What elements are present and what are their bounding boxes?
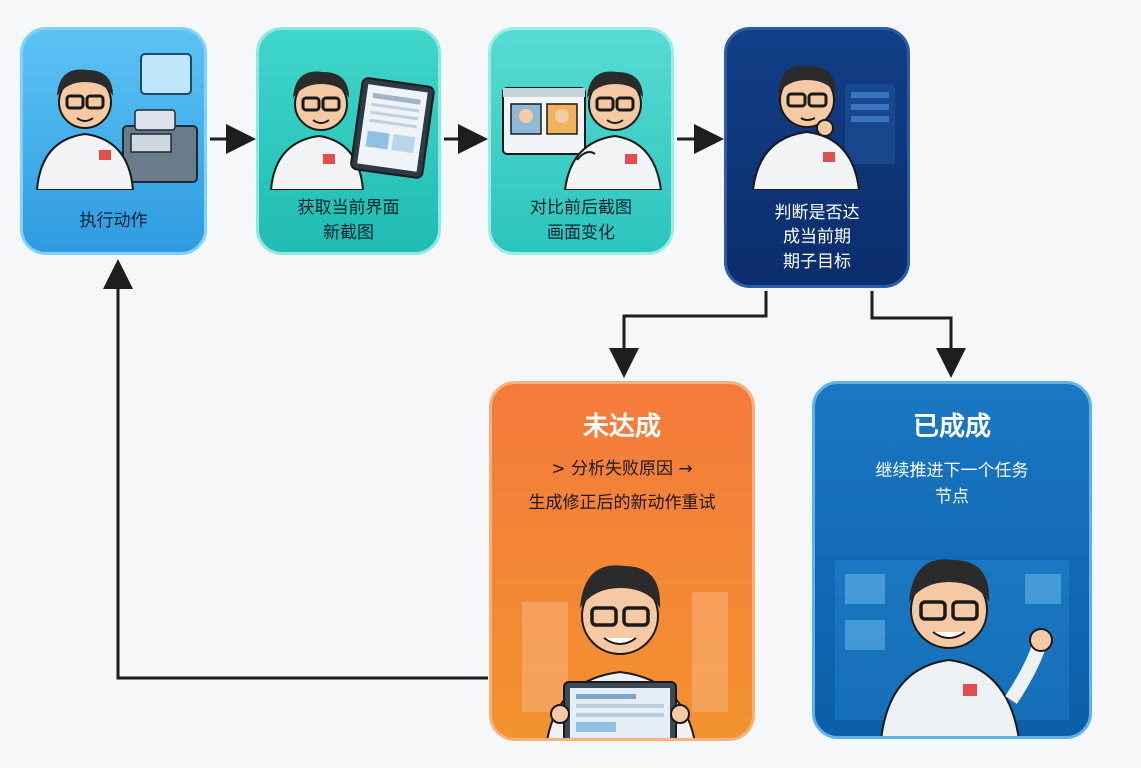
achieved-title: 已成成: [912, 412, 991, 442]
node-execute-action: 执行动作: [20, 27, 207, 255]
engineer-with-new-action-illustration: [492, 532, 752, 738]
not-achieved-step2: 生成修正后的新动作重试: [528, 492, 716, 513]
node-not-achieved: 未达成 > 分析失败原因 → 生成修正后的新动作重试: [489, 381, 755, 741]
engineer-at-console-illustration: [23, 30, 204, 191]
not-achieved-title: 未达成: [582, 412, 661, 442]
node-judge-subgoal: 判断是否达 成当前期 期子目标: [724, 27, 910, 288]
arrow-judge-to-not-done: [609, 291, 768, 378]
node-execute-label: 执行动作: [79, 210, 148, 231]
achieved-description: 继续推进下一个任务 节点: [875, 461, 1029, 507]
arrow-judge-to-done: [870, 291, 966, 378]
node-compare-label: 对比前后截图 画面变化: [530, 198, 632, 243]
engineer-thinking-illustration: [727, 30, 907, 191]
engineer-presenting-illustration: [815, 540, 1089, 736]
engineer-comparing-screens-illustration: [491, 30, 671, 191]
node-compare-screenshots: 对比前后截图 画面变化: [488, 27, 674, 255]
node-achieved: 已成成 继续推进下一个任务 节点: [812, 381, 1092, 739]
node-judge-label: 判断是否达 成当前期 期子目标: [774, 202, 860, 272]
node-capture-label: 获取当前界面 新截图: [297, 198, 400, 243]
engineer-with-tablet-illustration: [259, 30, 438, 191]
not-achieved-step1: > 分析失败原因 →: [551, 459, 693, 479]
node-capture-screenshot: 获取当前界面 新截图: [256, 27, 441, 255]
arrow-retry-loop: [103, 259, 488, 680]
